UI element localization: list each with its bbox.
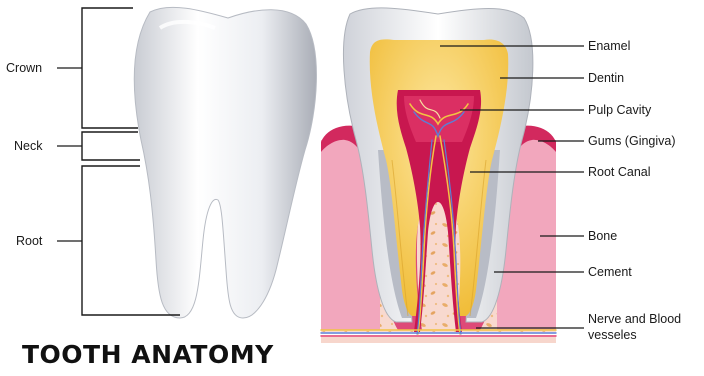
neck-label: Neck [14,139,43,153]
dentin-label: Dentin [588,71,624,85]
crown-label: Crown [6,61,42,75]
exterior-tooth [134,7,316,318]
neck-bracket [57,132,140,160]
cement-label: Cement [588,265,632,279]
nerve-label-line1: Nerve and Blood [588,312,681,326]
gums-label: Gums (Gingiva) [588,134,676,148]
crown-bracket [57,8,138,128]
bone-label: Bone [588,229,617,243]
pulp-cavity-label: Pulp Cavity [588,103,652,117]
root-label: Root [16,234,43,248]
diagram-title: TOOTH ANATOMY [22,340,274,369]
enamel-label: Enamel [588,39,630,53]
root-canal-label: Root Canal [588,165,651,179]
nerve-label-line2: vesseles [588,328,637,342]
cross-section [321,8,556,343]
